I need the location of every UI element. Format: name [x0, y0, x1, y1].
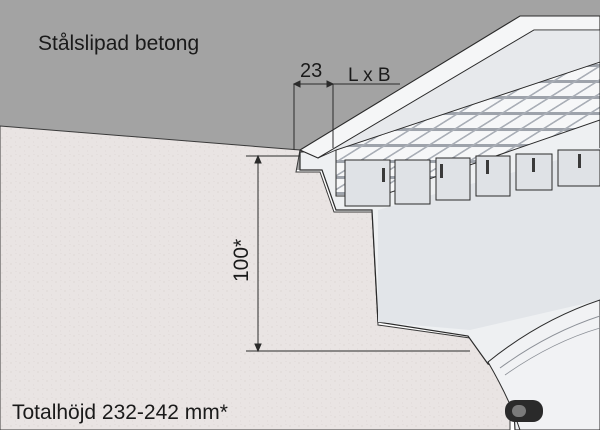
total-height-label: Totalhöjd 232-242 mm* [12, 401, 228, 424]
grate-slots [382, 154, 581, 182]
rim-flange [317, 29, 600, 159]
surface-material-label: Stålslipad betong [38, 32, 199, 55]
dimension-depth [246, 154, 470, 353]
grate-size-label: L x B [348, 65, 391, 86]
channel-inner-wall [378, 148, 600, 330]
outlet-rim [499, 315, 600, 369]
depth-label: 100* [230, 239, 253, 282]
gasket-highlight [512, 405, 526, 417]
concrete-body [0, 125, 511, 430]
outlet-rim-inner [504, 327, 600, 376]
flange-width-label: 23 [300, 60, 322, 82]
